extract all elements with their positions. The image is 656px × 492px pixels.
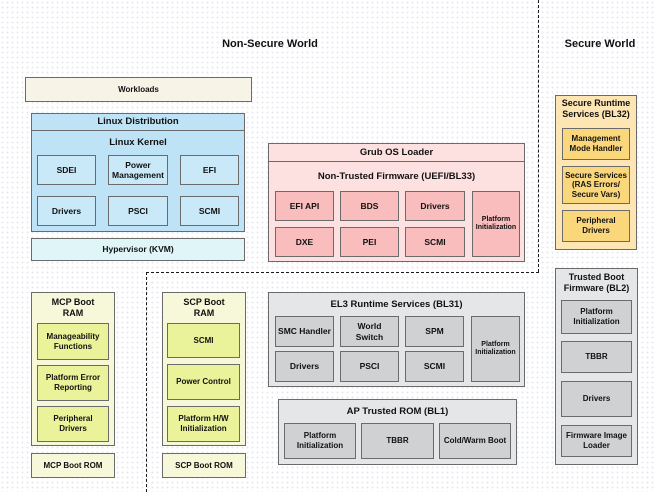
- linux-kernel-title: Linux Kernel: [109, 137, 167, 148]
- secure-boundary-vertical-top: [538, 0, 539, 272]
- grub-title: Grub OS Loader: [359, 147, 434, 158]
- smc-handler-box: SMC Handler: [275, 316, 334, 347]
- spm-box: SPM: [405, 316, 464, 347]
- secure-boundary-horizontal: [146, 272, 539, 273]
- uefi-drivers-box: Drivers: [405, 191, 465, 221]
- dxe-box: DXE: [275, 227, 334, 257]
- world-switch-box: World Switch: [340, 316, 399, 347]
- scp-rom-box: SCP Boot ROM: [162, 453, 246, 478]
- linux-drivers-box: Drivers: [37, 196, 96, 226]
- uefi-scmi-box: SCMI: [405, 227, 465, 257]
- mcp-rom-box: MCP Boot ROM: [31, 453, 115, 478]
- linux-scmi-box: SCMI: [180, 196, 239, 226]
- uefi-title: Non-Trusted Firmware (UEFI/BL33): [317, 171, 476, 182]
- linux-distribution-title: Linux Distribution: [97, 116, 179, 127]
- bl1-platform-init-box: Platform Initialization: [284, 423, 356, 459]
- mm-handler-box: Management Mode Handler: [562, 128, 630, 160]
- scp-ram-title: SCP Boot RAM: [183, 297, 225, 318]
- el3-platform-init-box: Platform Initialization: [471, 316, 520, 382]
- el3-title: EL3 Runtime Services (BL31): [330, 299, 463, 310]
- cold-warm-boot-box: Cold/Warm Boot: [439, 423, 511, 459]
- el3-drivers-box: Drivers: [275, 351, 334, 382]
- platform-error-reporting-box: Platform Error Reporting: [37, 365, 109, 401]
- secure-services-box: Secure Services (RAS Errors/ Secure Vars…: [562, 166, 630, 204]
- manageability-box: Manageability Functions: [37, 323, 109, 360]
- secure-peripheral-drivers-box: Peripheral Drivers: [562, 210, 630, 242]
- bds-box: BDS: [340, 191, 399, 221]
- platform-hw-init-box: Platform H/W Initialization: [167, 406, 240, 442]
- power-control-box: Power Control: [167, 364, 240, 400]
- grub-header: [268, 143, 525, 162]
- hypervisor-box: Hypervisor (KVM): [31, 238, 245, 261]
- bl2-platform-init-box: Platform Initialization: [561, 300, 632, 334]
- workloads-box: Workloads: [25, 77, 252, 102]
- el3-scmi-box: SCMI: [405, 351, 464, 382]
- trusted-boot-title: Trusted Boot Firmware (BL2): [563, 272, 630, 293]
- el3-psci-box: PSCI: [340, 351, 399, 382]
- secure-boundary-vertical-bottom: [146, 272, 147, 492]
- mcp-ram-title: MCP Boot RAM: [51, 297, 95, 318]
- ap-rom-title: AP Trusted ROM (BL1): [346, 406, 449, 417]
- efi-box: EFI: [180, 155, 239, 185]
- efi-api-box: EFI API: [275, 191, 334, 221]
- firmware-image-loader-box: Firmware Image Loader: [561, 425, 632, 457]
- scp-scmi-box: SCMI: [167, 323, 240, 358]
- mcp-peripheral-drivers-box: Peripheral Drivers: [37, 406, 109, 442]
- bl1-tbbr-box: TBBR: [361, 423, 434, 459]
- bl2-tbbr-box: TBBR: [561, 341, 632, 373]
- secure-runtime-title: Secure Runtime Services (BL32): [561, 98, 631, 119]
- linux-distribution-header: [31, 113, 245, 131]
- uefi-platform-init-box: Platform Initialization: [472, 191, 520, 257]
- sdei-box: SDEI: [37, 155, 96, 185]
- pei-box: PEI: [340, 227, 399, 257]
- secure-world-title: Secure World: [564, 38, 636, 50]
- bl2-drivers-box: Drivers: [561, 381, 632, 417]
- power-management-box: Power Management: [108, 155, 168, 185]
- linux-psci-box: PSCI: [108, 196, 168, 226]
- non-secure-world-title: Non-Secure World: [222, 38, 318, 50]
